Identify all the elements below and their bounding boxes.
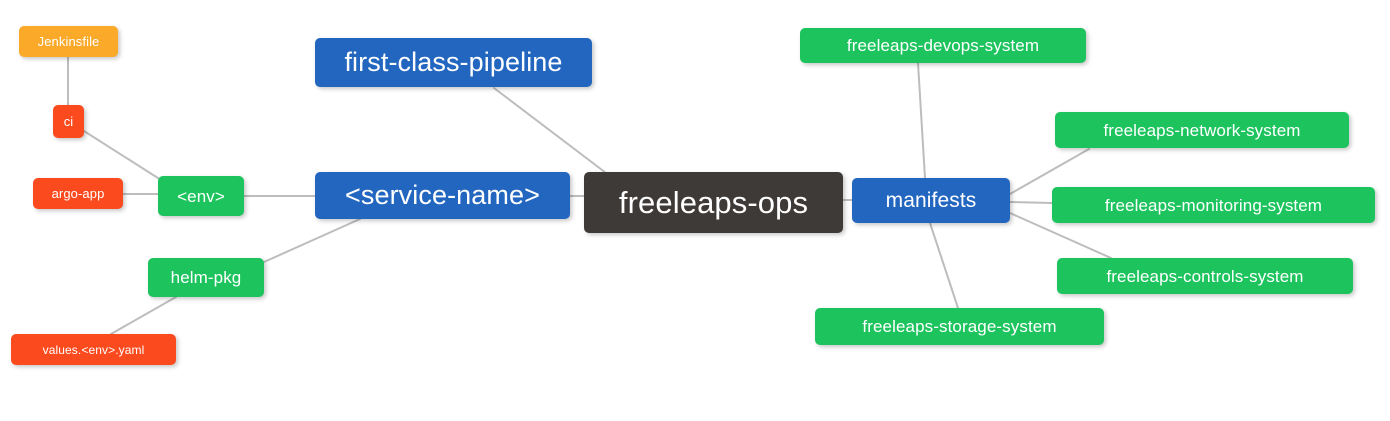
- node-label-storage: freeleaps-storage-system: [862, 317, 1057, 336]
- node-label-network: freeleaps-network-system: [1103, 120, 1301, 140]
- node-label-ci: ci: [63, 114, 74, 129]
- mindmap-node-values[interactable]: values.<env>.yaml: [11, 334, 176, 365]
- mindmap-node-ci[interactable]: ci: [53, 105, 84, 138]
- node-label-helm: helm-pkg: [170, 268, 242, 287]
- node-label-values: values.<env>.yaml: [42, 342, 145, 357]
- mindmap-node-controls[interactable]: freeleaps-controls-system: [1057, 258, 1353, 294]
- node-label-argo: argo-app: [51, 186, 105, 201]
- node-label-jenkins: Jenkinsfile: [37, 34, 100, 49]
- mindmap-node-monitoring[interactable]: freeleaps-monitoring-system: [1052, 187, 1375, 223]
- node-label-monitoring: freeleaps-monitoring-system: [1104, 195, 1323, 215]
- edge-env-to-ci: [83, 130, 162, 181]
- mindmap-node-argo[interactable]: argo-app: [33, 178, 123, 209]
- node-label-manifests: manifests: [885, 189, 977, 212]
- mindmap-node-devops[interactable]: freeleaps-devops-system: [800, 28, 1086, 63]
- edge-manifests-to-monitoring: [1009, 201, 1053, 204]
- mindmap-node-jenkins[interactable]: Jenkinsfile: [19, 26, 118, 57]
- mindmap-node-service[interactable]: <service-name>: [315, 172, 570, 219]
- edge-manifests-to-network: [1009, 148, 1090, 195]
- mindmap-node-network[interactable]: freeleaps-network-system: [1055, 112, 1349, 148]
- node-label-service: <service-name>: [345, 180, 540, 210]
- mindmap-node-manifests[interactable]: manifests: [852, 178, 1010, 223]
- node-label-root: freeleaps-ops: [618, 185, 809, 220]
- mindmap-node-root[interactable]: freeleaps-ops: [584, 172, 843, 233]
- edge-manifests-to-devops: [917, 62, 926, 179]
- node-label-controls: freeleaps-controls-system: [1106, 266, 1304, 286]
- edge-manifests-to-controls: [1009, 212, 1112, 259]
- node-label-env: <env>: [177, 186, 225, 206]
- mindmap-node-helm[interactable]: helm-pkg: [148, 258, 264, 297]
- edge-manifests-to-storage: [929, 222, 959, 309]
- edge-root-to-pipeline: [493, 87, 611, 177]
- mindmap-node-env[interactable]: <env>: [158, 176, 244, 216]
- mindmap-node-pipeline[interactable]: first-class-pipeline: [315, 38, 592, 87]
- mindmap-node-storage[interactable]: freeleaps-storage-system: [815, 308, 1104, 345]
- node-label-devops: freeleaps-devops-system: [846, 36, 1040, 55]
- edge-service-to-helm: [263, 218, 361, 263]
- node-label-pipeline: first-class-pipeline: [344, 47, 563, 77]
- edge-helm-to-values: [110, 296, 177, 335]
